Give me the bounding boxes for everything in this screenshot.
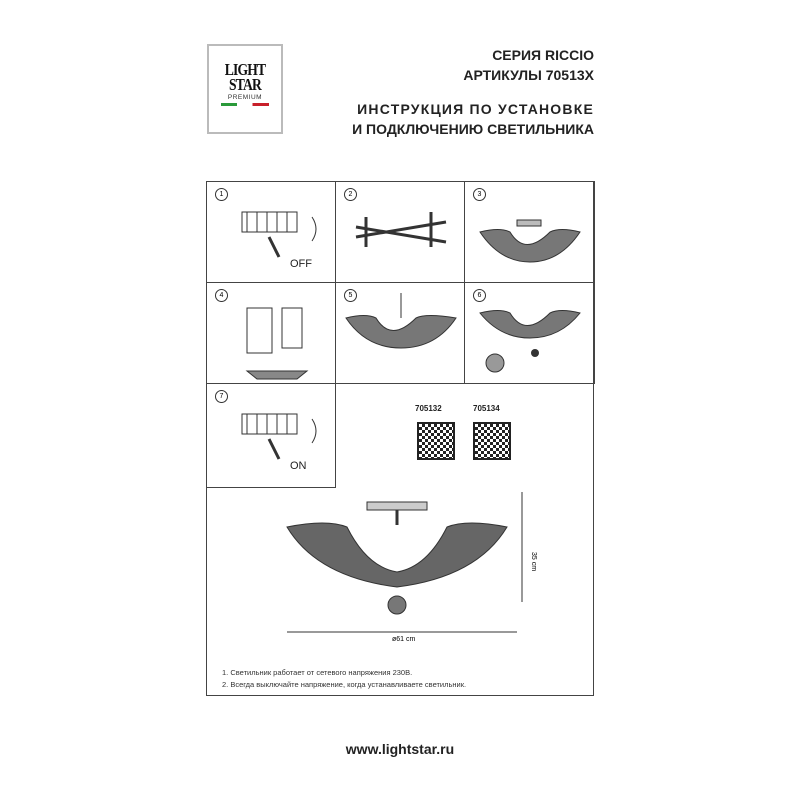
step-3: 3	[464, 181, 595, 283]
on-label: ON	[290, 460, 307, 472]
logo-line3: PREMIUM	[227, 94, 263, 101]
note-1: 1. Светильник работает от сетевого напря…	[222, 668, 413, 677]
diameter-dimension: ø61 cm	[392, 636, 416, 643]
step-5: 5	[335, 282, 465, 384]
article-705134: 705134	[473, 404, 500, 413]
attach-shade-illustration	[345, 293, 457, 349]
logo-line2: STAR	[228, 75, 262, 94]
lamp-shade-illustration	[479, 219, 581, 263]
series-title: СЕРИЯ RICCIO	[492, 47, 594, 63]
breaker-on-illustration	[241, 413, 317, 460]
instruction-frame: 1 OFF 2 3 4 5 6 7 ON 705132 705134 35 cm…	[206, 181, 595, 696]
step-6: 6	[464, 282, 595, 384]
note-2: 2. Всегда выключайте напряжение, когда у…	[222, 680, 467, 689]
wiring-illustration	[245, 307, 309, 380]
notes: 1. Светильник работает от сетевого напря…	[222, 667, 466, 691]
step-number: 4	[215, 289, 228, 302]
qr-code-705132[interactable]	[417, 422, 455, 460]
step-4: 4	[206, 282, 336, 384]
website-link[interactable]: www.lightstar.ru	[345, 741, 455, 757]
attach-crystal-illustration	[479, 310, 581, 373]
lamp-dimension-drawing: 35 cm ø61 cm	[286, 492, 537, 643]
step-1: 1 OFF	[206, 181, 336, 283]
logo-line1: LIGHT	[224, 60, 266, 79]
mounting-bracket-illustration	[355, 212, 447, 247]
lightstar-logo: LIGHT STAR PREMIUM	[207, 44, 283, 134]
step-number: 7	[215, 390, 228, 403]
italian-flag-stripe	[221, 103, 269, 106]
height-dimension: 35 cm	[530, 552, 537, 571]
instruction-title-1: ИНСТРУКЦИЯ ПО УСТАНОВКЕ	[357, 101, 594, 117]
step-7: 7 ON	[206, 383, 336, 488]
step-2: 2	[335, 181, 465, 283]
breaker-off-illustration	[241, 211, 317, 258]
step-number: 6	[473, 289, 486, 302]
step-number: 5	[344, 289, 357, 302]
step-number: 3	[473, 188, 486, 201]
step-number: 1	[215, 188, 228, 201]
off-label: OFF	[290, 258, 312, 270]
qr-code-705134[interactable]	[473, 422, 511, 460]
step-number: 2	[344, 188, 357, 201]
instruction-title-2: И ПОДКЛЮЧЕНИЮ СВЕТИЛЬНИКА	[352, 121, 594, 137]
article-705132: 705132	[415, 404, 442, 413]
articles-title: АРТИКУЛЫ 70513X	[463, 67, 594, 83]
